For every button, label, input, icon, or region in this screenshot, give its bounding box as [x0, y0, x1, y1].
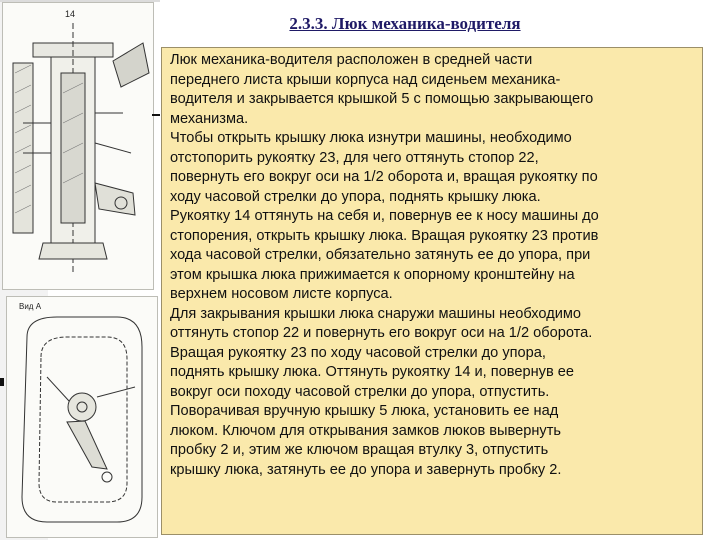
description-text-box: Люк механика-водителя расположен в средн…	[161, 47, 703, 535]
figure-callout-label: 14	[65, 9, 75, 19]
hatch-mechanism-section-drawing: 14	[2, 2, 154, 290]
slide-title: 2.3.3. Люк механика-водителя	[289, 14, 521, 33]
text-line: хода часовой стрелки, обязательно затяну…	[170, 247, 591, 263]
text-line: Вращая рукоятку 23 по ходу часовой стрел…	[170, 344, 546, 361]
top-rule	[0, 0, 160, 2]
text-line: этом крышка люка прижимается к опорному …	[170, 266, 575, 283]
bullet-marker	[152, 114, 160, 116]
text-line: верхнем носовом листе корпуса.	[170, 286, 393, 302]
text-line: водителя и закрывается крышкой 5 с помощ…	[170, 91, 594, 107]
view-label: Вид А	[19, 302, 42, 311]
text-line: Рукоятку 14 оттянуть на себя и, повернув…	[170, 208, 599, 224]
section-drawing-svg: 14	[12, 9, 150, 273]
text-line: Чтобы открыть крышку люка изнутри машины…	[170, 130, 572, 146]
text-line: крышку люка, затянуть ее до упора и заве…	[170, 461, 562, 478]
text-line: переднего листа крыши корпуса над сидень…	[170, 71, 561, 88]
text-line: Люк механика-водителя расположен в средн…	[170, 52, 533, 68]
text-line: повернуть его вокруг оси на 1/2 оборота …	[170, 169, 598, 185]
text-line: оттянуть стопор 22 и повернуть его вокру…	[170, 325, 593, 341]
bullet-marker	[0, 378, 4, 386]
text-line: отстопорить рукоятку 23, для чего оттяну…	[170, 149, 539, 166]
hatch-view-a-drawing: Вид А	[6, 296, 158, 538]
text-line: люком. Ключом для открывания замков люко…	[170, 422, 562, 439]
text-line: стопорения, открыть крышку люка. Вращая …	[170, 227, 599, 244]
text-line: Для закрывания крышки люка снаружи машин…	[170, 305, 582, 322]
text-line: механизма.	[170, 110, 249, 127]
text-line: Поворачивая вручную крышку 5 люка, устан…	[170, 403, 559, 419]
text-line: ходу часовой стрелки до упора, поднять к…	[170, 188, 541, 205]
text-line: поднять крышку люка. Оттянуть рукоятку 1…	[170, 364, 575, 380]
text-line: пробку 2 и, этим же ключом вращая втулку…	[170, 442, 549, 458]
text-line: вокруг оси походу часовой стрелки до упо…	[170, 383, 550, 400]
view-a-drawing-svg: Вид А	[19, 302, 143, 523]
